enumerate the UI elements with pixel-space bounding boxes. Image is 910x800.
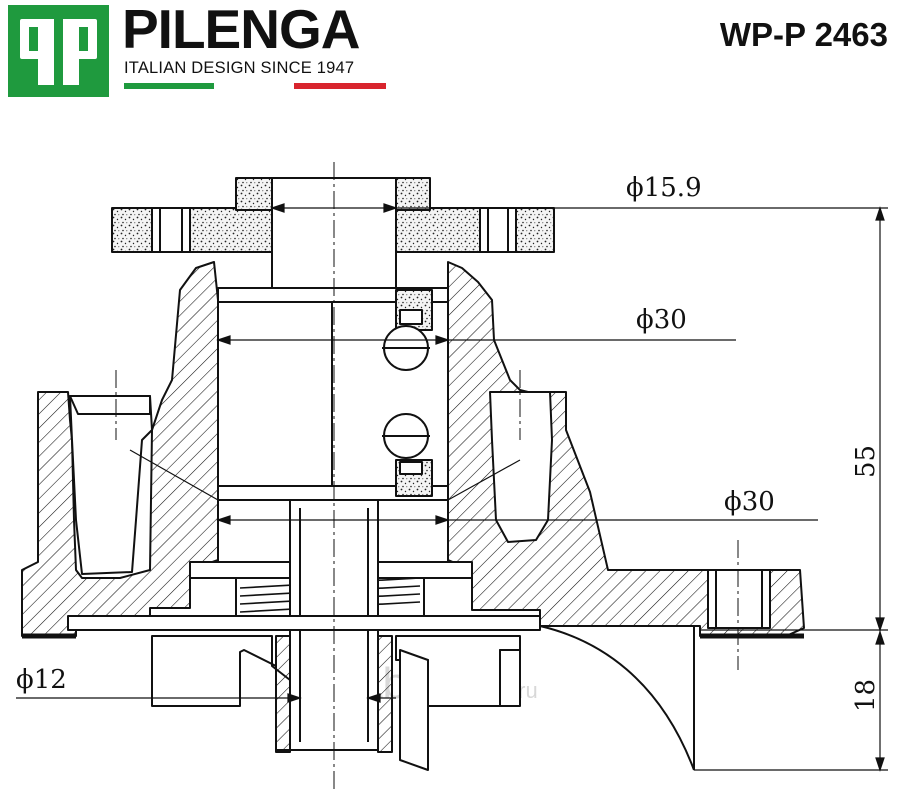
brand-name: PILENGA [122, 0, 360, 60]
pilenga-logo [8, 5, 109, 97]
dim-seal-diameter: ϕ30 [724, 487, 775, 517]
part-number: WP-P 2463 [719, 16, 888, 53]
dim-body-height: 55 [851, 445, 881, 478]
brand-tagline: ITALIAN DESIGN SINCE 1947 [124, 59, 355, 77]
dim-bearing-diameter: ϕ30 [636, 305, 687, 335]
dim-flange-diameter: ϕ15.9 [626, 173, 702, 203]
pump-body [21, 177, 805, 771]
qp-logo-icon [8, 5, 109, 97]
dimension-lines [16, 203, 888, 772]
center-lines [115, 162, 739, 790]
dim-shaft-diameter: ϕ12 [16, 665, 67, 695]
dim-impeller-height: 18 [851, 679, 881, 712]
flag-stripe-red [294, 83, 386, 89]
flag-stripe-green [124, 83, 214, 89]
flag-stripe-white [214, 83, 294, 89]
